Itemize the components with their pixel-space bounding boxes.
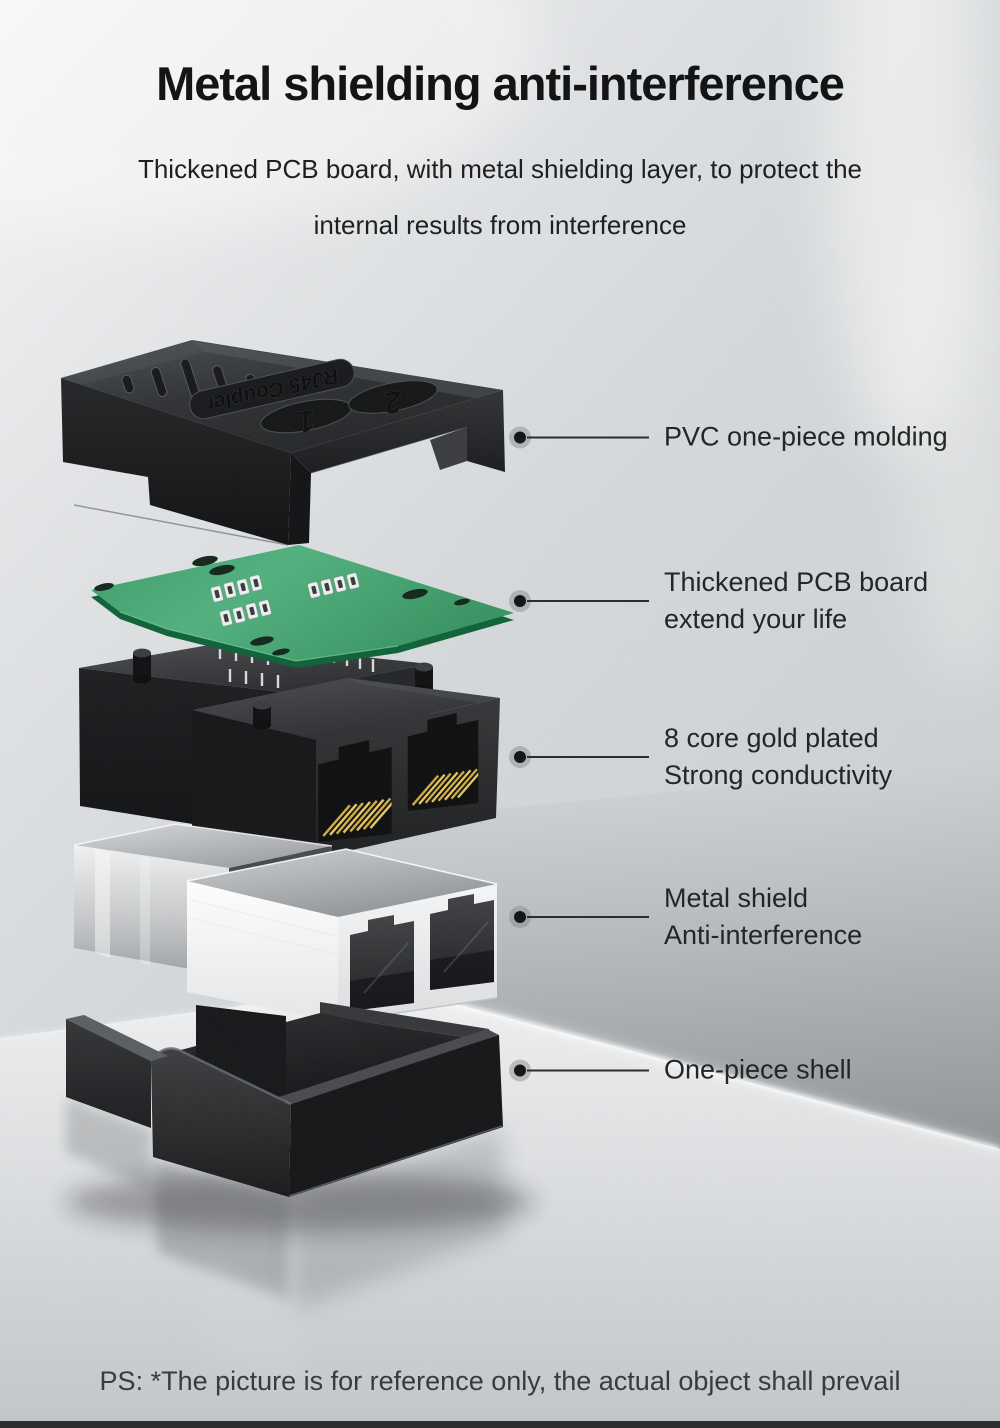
bottom-divider-bar xyxy=(0,1421,1000,1428)
callout-text-line: Thickened PCB board xyxy=(664,567,929,597)
callout-text: Metal shield Anti-interference xyxy=(664,880,862,954)
callout-text: 8 core gold plated Strong conductivity xyxy=(664,720,892,794)
callout-dot xyxy=(514,595,526,607)
subtitle-line-2: internal results from interference xyxy=(313,210,687,240)
callout-line xyxy=(527,756,649,758)
callout-line xyxy=(527,436,649,438)
callout-one-piece-shell: One-piece shell xyxy=(514,1052,852,1089)
callout-line xyxy=(527,916,649,918)
callout-metal-shield: Metal shield Anti-interference xyxy=(514,880,862,954)
callout-dot xyxy=(514,911,526,923)
callout-line xyxy=(527,1069,649,1071)
callout-text-line: One-piece shell xyxy=(664,1054,852,1085)
callout-gold-plated: 8 core gold plated Strong conductivity xyxy=(514,720,892,794)
callout-dot xyxy=(514,431,526,443)
callout-line xyxy=(527,600,649,602)
callout-text-line: PVC one-piece molding xyxy=(664,421,948,452)
callout-pcb-board: Thickened PCB board extend your life xyxy=(514,564,928,638)
callout-text: Thickened PCB board extend your life xyxy=(664,564,928,638)
callout-text-line: Metal shield xyxy=(664,883,809,913)
callout-text-line: 8 core gold plated xyxy=(664,723,879,753)
subtitle-line-1: Thickened PCB board, with metal shieldin… xyxy=(137,154,863,184)
callout-pvc-molding: PVC one-piece molding xyxy=(514,419,948,456)
callout-text-line: Strong conductivity xyxy=(664,760,893,790)
callout-dot xyxy=(514,751,526,763)
callout-text: One-piece shell xyxy=(664,1052,852,1089)
page-title: Metal shielding anti-interference xyxy=(156,57,845,110)
callout-text-line: extend your life xyxy=(664,604,848,634)
callout-text: PVC one-piece molding xyxy=(664,419,948,456)
callout-dot xyxy=(514,1064,526,1076)
callout-text-line: Anti-interference xyxy=(664,920,863,950)
footer-note: PS: *The picture is for reference only, … xyxy=(99,1366,901,1396)
